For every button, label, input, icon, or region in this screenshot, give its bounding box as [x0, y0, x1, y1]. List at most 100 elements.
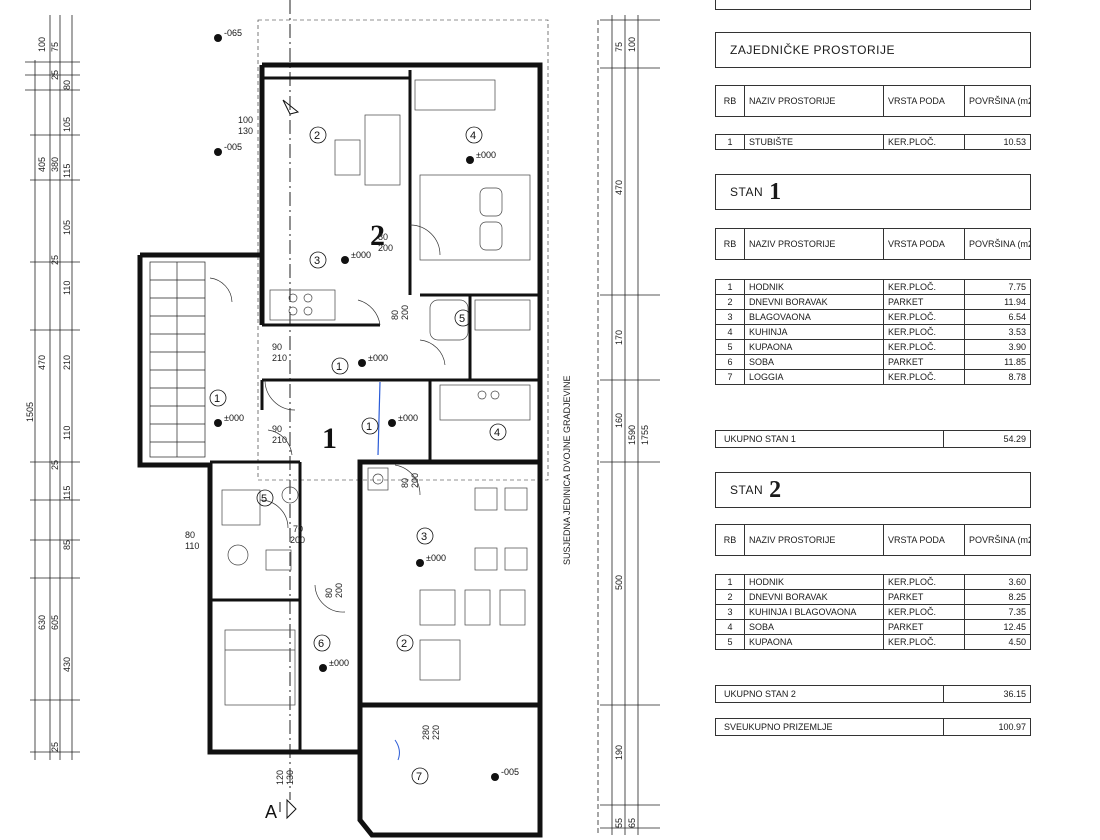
opening-label: 210	[272, 353, 287, 363]
header-floor: VRSTA PODA	[883, 524, 965, 556]
opening-label: 280	[421, 725, 431, 740]
row-area: 4.50	[964, 634, 1031, 650]
header-rb: RB	[715, 85, 745, 117]
room-number: 2	[401, 638, 407, 650]
room-number: 1	[214, 393, 220, 405]
stan1-header: RB NAZIV PROSTORIJE VRSTA PODA POVRŠINA …	[715, 228, 1031, 260]
row-name: KUPAONA	[744, 339, 884, 355]
room-number: 1	[336, 361, 342, 373]
level-marker: -005	[224, 142, 242, 152]
dimension-label: 25	[50, 255, 60, 265]
dimension-label: 160	[614, 413, 624, 428]
dimension-label: 25	[50, 460, 60, 470]
floor-plan: 2 1 2 4 3 5 1 1 1 4 5 3 2 6 7 -065 -005 …	[25, 0, 660, 838]
row-rb: 7	[715, 369, 745, 385]
room-number: 5	[261, 493, 267, 505]
room-number: 7	[416, 771, 422, 783]
header-area: POVRŠINA (m2)	[964, 524, 1031, 556]
row-name: BLAGOVAONA	[744, 309, 884, 325]
dimension-label: 170	[614, 330, 624, 345]
row-area: 8.25	[964, 589, 1031, 605]
level-marker: ±000	[329, 658, 349, 668]
stan1-total-value: 54.29	[1003, 434, 1026, 444]
room-number: 2	[314, 130, 320, 142]
dimension-label: 55	[614, 818, 624, 828]
room-number: 1	[366, 421, 372, 433]
header-area: POVRŠINA (m2)	[964, 228, 1031, 260]
header-floor: VRSTA PODA	[883, 228, 965, 260]
row-rb: 4	[715, 324, 745, 340]
row-area: 11.85	[964, 354, 1031, 370]
dimension-label: 105	[62, 117, 72, 132]
dimension-label: 115	[62, 164, 72, 178]
opening-label: 90	[272, 342, 282, 352]
row-floor: KER.PLOČ.	[883, 369, 965, 385]
dimension-label: 80	[62, 80, 72, 90]
dimension-label: 75	[50, 42, 60, 52]
dimension-label: 210	[62, 355, 72, 370]
level-marker: ±000	[368, 353, 388, 363]
row-rb: 1	[715, 134, 745, 150]
room-number: 4	[494, 427, 500, 439]
header-name: NAZIV PROSTORIJE	[744, 524, 884, 556]
dimension-label: 470	[614, 180, 624, 195]
row-rb: 3	[715, 309, 745, 325]
opening-label: 80	[390, 310, 400, 320]
section-arrow-icon	[282, 99, 300, 115]
table-row: 1 STUBIŠTE KER.PLOČ. 10.53	[715, 134, 1031, 150]
opening-label: 80	[324, 588, 334, 598]
row-area: 10.53	[964, 134, 1031, 150]
dimension-label: 430	[62, 657, 72, 672]
stan2-total: UKUPNO STAN 2 36.15	[715, 685, 1031, 703]
stan2-total-value: 36.15	[1003, 689, 1026, 699]
row-area: 7.35	[964, 604, 1031, 620]
opening-label: 70	[293, 524, 303, 534]
level-marker: ±000	[224, 413, 244, 423]
dimension-label: 470	[37, 355, 47, 370]
opening-label: 200	[290, 535, 305, 545]
stan2-header: RB NAZIV PROSTORIJE VRSTA PODA POVRŠINA …	[715, 524, 1031, 556]
row-area: 3.90	[964, 339, 1031, 355]
dimension-label: 105	[62, 220, 72, 235]
apartment-label-2: 2	[370, 219, 385, 252]
row-floor: PARKET	[883, 589, 965, 605]
header-floor: VRSTA PODA	[883, 85, 965, 117]
opening-label: 130	[285, 770, 295, 785]
dimension-label: 190	[614, 745, 624, 760]
grand-total: SVEUKUPNO PRIZEMLJE 100.97	[715, 718, 1031, 736]
common-rooms-title: ZAJEDNIČKE PROSTORIJE	[715, 32, 1031, 68]
dimension-label: 630	[37, 615, 47, 630]
stan1-title-text: STAN	[730, 185, 764, 199]
stan1-total: UKUPNO STAN 1 54.29	[715, 430, 1031, 448]
row-area: 8.78	[964, 369, 1031, 385]
header-name: NAZIV PROSTORIJE	[744, 228, 884, 260]
opening-label: 210	[272, 435, 287, 445]
dimension-label: 65	[627, 818, 637, 828]
row-floor: PARKET	[883, 354, 965, 370]
dimension-label: 380	[50, 157, 60, 172]
row-area: 6.54	[964, 309, 1031, 325]
common-rooms-table: 1 STUBIŠTE KER.PLOČ. 10.53	[715, 134, 1031, 150]
level-marker: -065	[224, 28, 242, 38]
header-rb: RB	[715, 524, 745, 556]
stan2-title: STAN 2	[715, 472, 1031, 508]
row-rb: 6	[715, 354, 745, 370]
stan1-title: STAN 1	[715, 174, 1031, 210]
row-floor: PARKET	[883, 619, 965, 635]
row-floor: KER.PLOČ.	[883, 339, 965, 355]
opening-label: 200	[400, 305, 410, 320]
dimension-label: 1755	[640, 425, 650, 445]
row-rb: 1	[715, 574, 745, 590]
row-name: LOGGIA	[744, 369, 884, 385]
row-area: 3.53	[964, 324, 1031, 340]
header-area: POVRŠINA (m2)	[964, 85, 1031, 117]
header-name: NAZIV PROSTORIJE	[744, 85, 884, 117]
row-name: HODNIK	[744, 574, 884, 590]
